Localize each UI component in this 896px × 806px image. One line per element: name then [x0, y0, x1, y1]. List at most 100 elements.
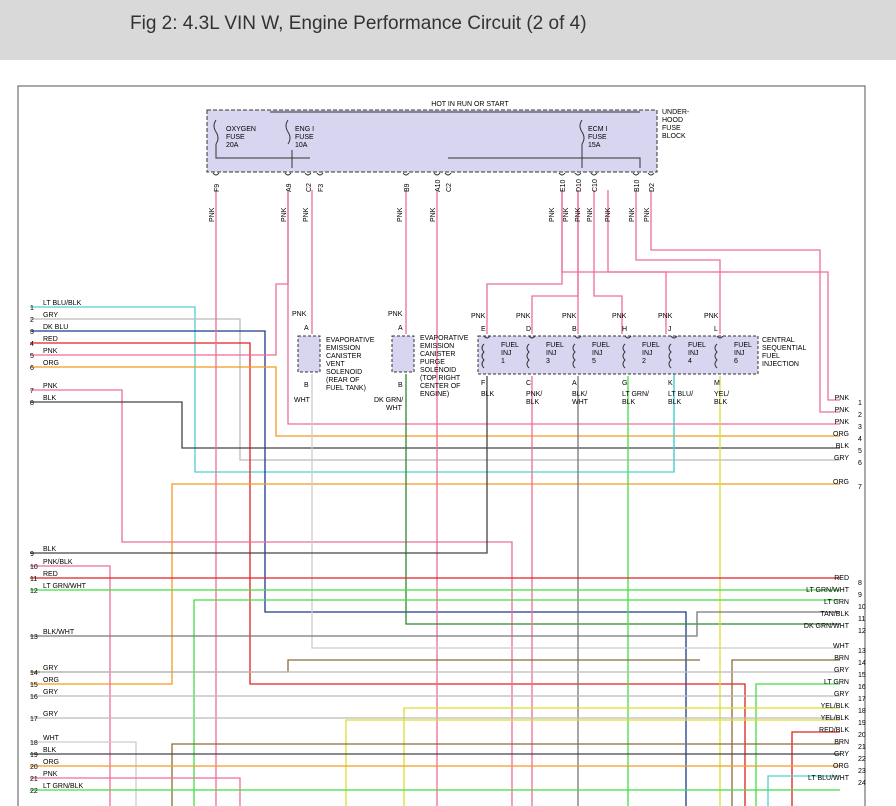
fuse-block-label-3: FUSE — [662, 125, 681, 132]
vent-solenoid-label-3: CANISTER — [326, 353, 361, 360]
injector-bottom-wire: YEL/ — [714, 391, 729, 398]
injector-top-wire: PNK — [471, 313, 486, 320]
fuse-pin-label: D2 — [649, 183, 656, 192]
purge-solenoid-label-2: EMISSION — [420, 343, 454, 350]
wire-inj-2-feed — [593, 190, 623, 334]
right-label-name: GRY — [834, 751, 849, 758]
right-label-num: 1 — [858, 400, 862, 407]
fuse-block-label-4: BLOCK — [662, 133, 686, 140]
right-label-num: 22 — [858, 756, 866, 763]
diagram-frame — [17, 85, 866, 806]
fuse-pin-label: F3 — [318, 184, 325, 192]
purge-solenoid-label-1: EVAPORATIVE — [420, 335, 469, 342]
fuse-eng-line-1: ENG I — [295, 126, 314, 133]
vent-solenoid-label-4: VENT — [326, 361, 345, 368]
wire-label-pnk: PNK — [644, 207, 651, 222]
wire-left-6 — [30, 366, 840, 437]
wire-right-18 — [403, 707, 840, 806]
vent-solenoid-bottom-wire: WHT — [294, 397, 311, 404]
wire-right-24 — [767, 775, 840, 806]
left-label-name: RED — [43, 571, 58, 578]
wire-left-8 — [30, 401, 840, 449]
right-label-num: 3 — [858, 424, 862, 431]
fuse-pin-label: D10 — [576, 179, 583, 192]
left-label-num: 7 — [30, 388, 34, 395]
fuse-ecm-line-1: ECM I — [588, 126, 608, 133]
wire-right-20 — [791, 731, 840, 806]
right-label-name: BRN — [834, 655, 849, 662]
left-label-num: 4 — [30, 341, 34, 348]
injector-top-wire: PNK — [562, 313, 577, 320]
right-label-name: ORG — [833, 479, 849, 486]
right-label-name: LT GRN — [824, 599, 849, 606]
fuse-eng-symbol — [285, 119, 291, 145]
right-label-num: 17 — [858, 696, 866, 703]
injection-label-4: INJECTION — [762, 361, 799, 368]
fuse-ecm-symbol — [579, 119, 585, 145]
left-label-num: 15 — [30, 682, 38, 689]
injector-label-line-2: INJ — [501, 350, 512, 357]
injector-label-line-1: FUEL — [592, 342, 610, 349]
vent-solenoid-box — [297, 335, 321, 373]
left-label-num: 3 — [30, 329, 34, 336]
purge-solenoid-bottom-wire-2: WHT — [386, 405, 403, 412]
injector-pin-bottom: K — [668, 380, 673, 387]
fuse-block-box — [206, 109, 658, 173]
right-label-name: LT GRN — [824, 679, 849, 686]
injector-label-line-1: FUEL — [642, 342, 660, 349]
injector-bottom-wire: BLK — [668, 399, 682, 406]
wire-inj-1-feed — [486, 190, 563, 334]
injector-pin-bottom: F — [481, 380, 485, 387]
figure-title: Fig 2: 4.3L VIN W, Engine Performance Ci… — [130, 13, 587, 34]
left-label-name: PNK/BLK — [43, 559, 73, 566]
left-label-name: DK BLU — [43, 324, 68, 331]
injector-pin-bottom: A — [572, 380, 577, 387]
wire-vent-wht — [311, 374, 840, 649]
vent-solenoid-top-wire: PNK — [292, 311, 307, 318]
right-label-num: 8 — [858, 580, 862, 587]
purge-solenoid-label-4: PURGE — [420, 359, 445, 366]
injector-block-box — [477, 335, 759, 375]
right-label-name: PNK — [835, 395, 850, 402]
fuse-pin-connector — [647, 172, 655, 176]
wire-label-pnk: PNK — [430, 207, 437, 222]
right-label-name: LT GRN/WHT — [806, 587, 850, 594]
fuse-eng-line-3: 10A — [295, 142, 308, 149]
wire-label-pnk: PNK — [303, 207, 310, 222]
purge-solenoid-pin-a: A — [398, 325, 403, 332]
vent-solenoid-label-5: SOLENOID — [326, 369, 362, 376]
injector-pin-bottom: M — [714, 380, 720, 387]
wire-left-7 — [30, 389, 513, 806]
fuse-pin-label: C2 — [306, 183, 313, 192]
left-label-name: GRY — [43, 665, 58, 672]
purge-solenoid-label-7: CENTER OF — [420, 383, 460, 390]
wire-left-10 — [30, 565, 111, 806]
fuse-pin-connector — [433, 172, 441, 176]
fuse-pin-connector — [590, 172, 598, 176]
right-label-name: PNK — [835, 419, 850, 426]
left-label-name: BLK — [43, 546, 57, 553]
fuse-pin-label: C2 — [446, 183, 453, 192]
left-label-num: 12 — [30, 588, 38, 595]
wire-left-21 — [30, 777, 241, 806]
left-label-name: LT GRN/BLK — [43, 783, 84, 790]
wire-left-18 — [30, 741, 137, 806]
fuse-pin-connector — [444, 172, 452, 176]
injector-bottom-wire: LT BLU/ — [668, 391, 693, 398]
injector-bottom-wire: BLK — [526, 399, 540, 406]
fuse-pin-label: B9 — [404, 183, 411, 192]
left-label-name: GRY — [43, 689, 58, 696]
fuse-bus-a — [215, 144, 310, 159]
left-label-name: ORG — [43, 759, 59, 766]
left-label-name: BLK — [43, 395, 57, 402]
wire-right-2 — [650, 190, 840, 413]
right-label-num: 21 — [858, 744, 866, 751]
injectors: PNKEFUELINJ1FBLKPNKDFUELINJ3CPNK/BLKPNKB… — [471, 313, 752, 406]
purge-solenoid-pin-b: B — [398, 382, 403, 389]
fuel-injector-block: PNKEFUELINJ1FBLKPNKDFUELINJ3CPNK/BLKPNKB… — [471, 313, 806, 406]
injector-label-line-2: INJ — [688, 350, 699, 357]
injector-connector-top — [528, 335, 536, 339]
right-label-num: 5 — [858, 448, 862, 455]
injector-bottom-wire: BLK — [714, 399, 728, 406]
